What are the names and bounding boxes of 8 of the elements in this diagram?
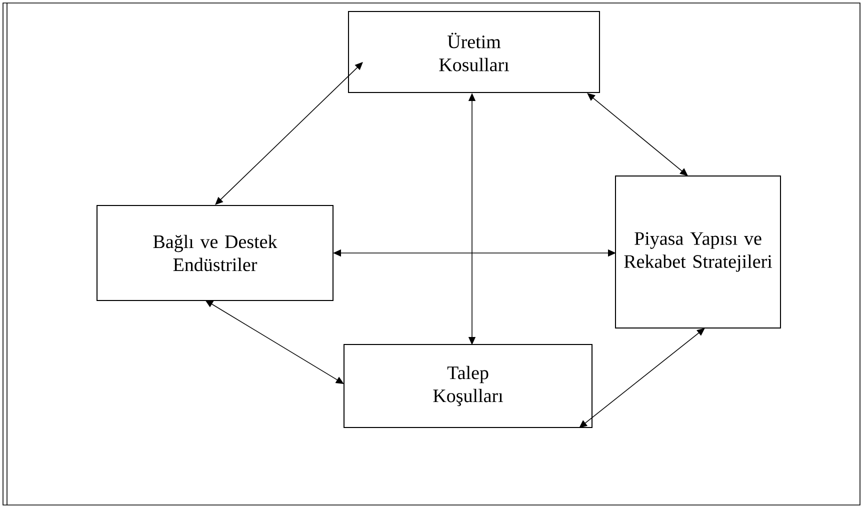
arrow <box>205 300 344 384</box>
concept-box: Piyasa Yapısı ve Rekabet Stratejileri <box>615 176 781 328</box>
arrow <box>587 93 688 176</box>
concept-box: Talep Koşulları <box>344 344 592 428</box>
arrow <box>215 62 363 205</box>
arrow <box>579 328 705 428</box>
concept-box: Üretim Kosulları <box>348 11 600 93</box>
concept-box: Bağlı ve Destek Endüstriler <box>96 205 334 301</box>
